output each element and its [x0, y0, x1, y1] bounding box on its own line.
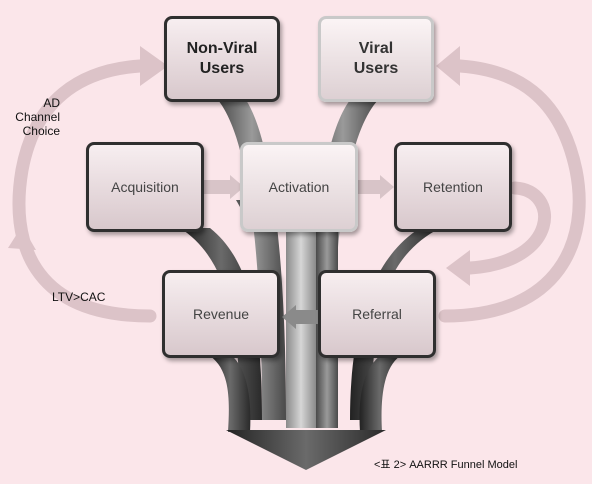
- figure-caption: <표 2> AARRR Funnel Model: [374, 459, 518, 471]
- funnel-tip-arrowhead: [226, 430, 386, 470]
- ltv-cac-label: LTV>CAC: [52, 290, 106, 304]
- arrowhead-to-referral: [446, 250, 470, 286]
- arrowhead-to-viral: [436, 46, 460, 86]
- stream-referral: [359, 356, 400, 432]
- arrowhead-left-up: [8, 226, 36, 250]
- outer-loop-arrowheads: [8, 46, 470, 286]
- acquisition-to-activation-arrow: [204, 180, 230, 194]
- activation-to-retention-arrow: [358, 180, 380, 194]
- left-lower-loop-arc: [12, 59, 157, 323]
- right-loop-arc: [438, 59, 586, 323]
- ad-channel-choice-label: AD Channel Choice: [15, 96, 60, 138]
- stream-revenue: [210, 356, 251, 432]
- acquisition-box: Acquisition: [86, 142, 204, 232]
- non-viral-users-box: Non-Viral Users: [164, 16, 280, 102]
- referral-to-revenue-arrow: [296, 310, 320, 324]
- retention-return-arc: [463, 181, 552, 275]
- stage-connectors: [204, 175, 394, 329]
- acquisition-to-activation-head: [230, 175, 244, 199]
- stream-activation-left: [286, 228, 316, 428]
- retention-box: Retention: [394, 142, 512, 232]
- revenue-box: Revenue: [162, 270, 280, 358]
- referral-box: Referral: [318, 270, 436, 358]
- outer-loop-arrows: [12, 59, 586, 323]
- activation-box: Activation: [240, 142, 358, 232]
- viral-users-box: Viral Users: [318, 16, 434, 102]
- arrowhead-to-nonviral: [140, 46, 168, 86]
- activation-to-retention-head: [380, 175, 394, 199]
- referral-to-revenue-head: [282, 305, 296, 329]
